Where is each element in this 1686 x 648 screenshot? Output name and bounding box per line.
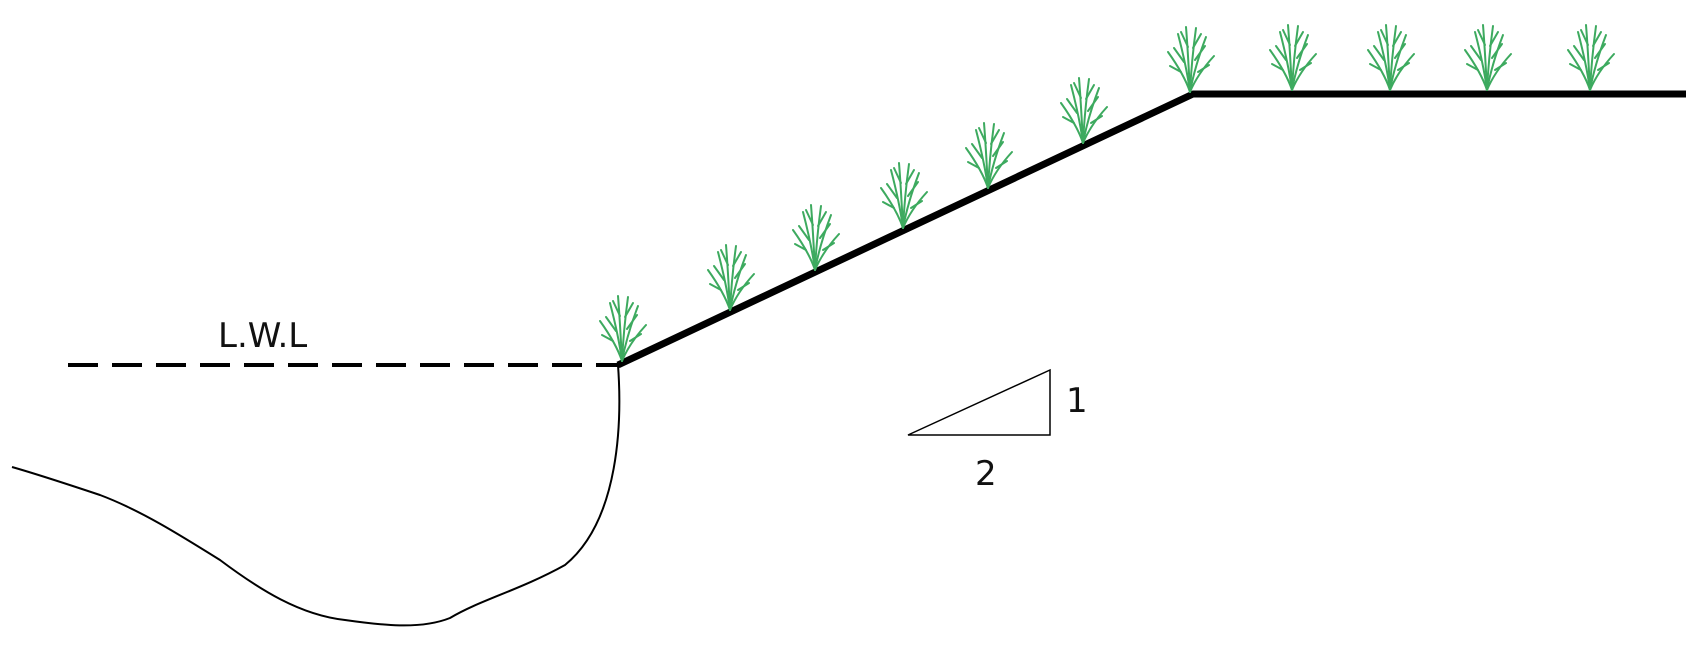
water-level-label: L.W.L [218, 316, 307, 356]
grass-tuft-icon [707, 244, 755, 311]
grass-tuft-icon [1367, 24, 1415, 91]
embankment-profile-line [616, 90, 1686, 369]
crest-vegetation-group [1269, 24, 1615, 91]
slope-rise-label: 1 [1066, 381, 1088, 421]
grass-tuft-icon [965, 122, 1013, 189]
grass-tuft-icon [1167, 26, 1215, 93]
grass-tuft-icon [1464, 24, 1512, 91]
slope-ratio-triangle [907, 368, 1051, 436]
grass-tuft-icon [792, 204, 840, 271]
grass-tuft-icon [599, 295, 647, 362]
grass-tuft-icon [1269, 24, 1317, 91]
channel-bed-line [11, 364, 621, 627]
grass-tuft-icon [1060, 77, 1108, 144]
grass-tuft-icon [1567, 24, 1615, 91]
slope-vegetation-group [599, 26, 1215, 362]
grass-tuft-icon [880, 162, 928, 229]
slope-run-label: 2 [975, 454, 997, 494]
